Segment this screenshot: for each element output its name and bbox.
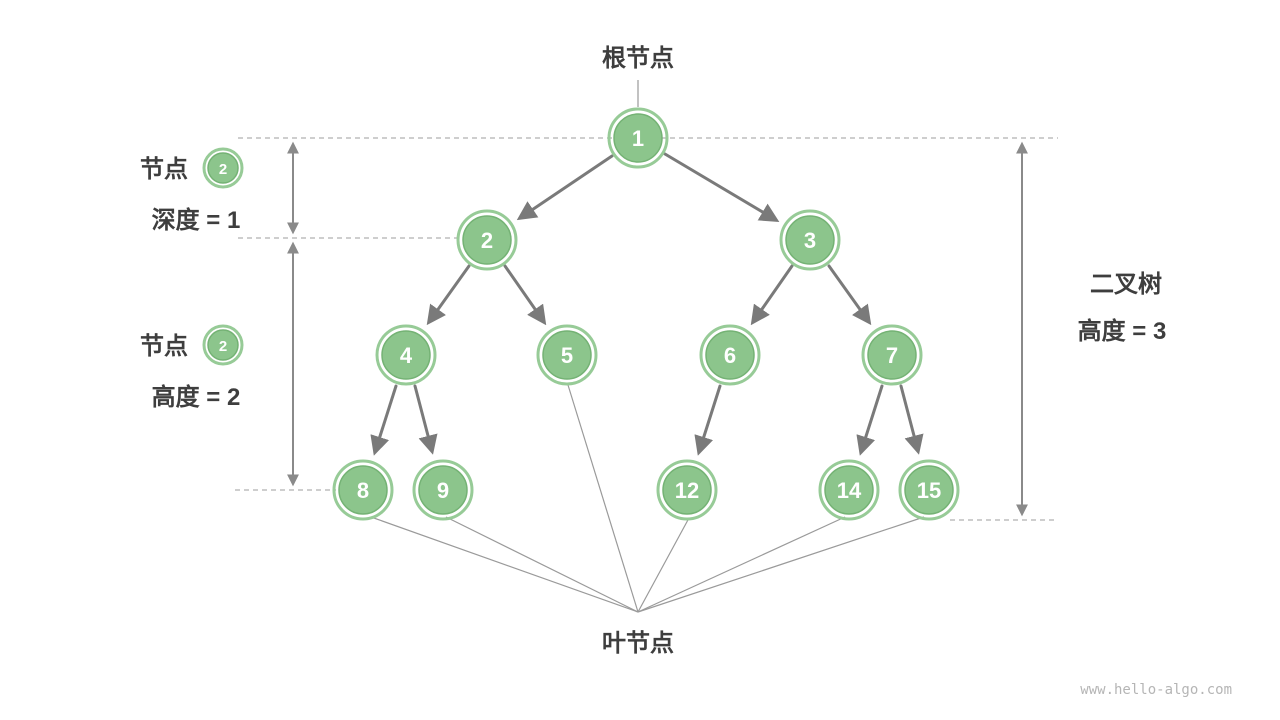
node-value: 15 [917, 478, 941, 503]
edge-1-2 [516, 154, 614, 221]
node-value: 9 [437, 478, 449, 503]
depth-badge-ring [202, 147, 244, 189]
tree-node-9: 9 [412, 459, 474, 521]
root-label: 根节点 [602, 44, 674, 72]
leaf-label: 叶节点 [602, 630, 674, 657]
edge-4-8 [370, 384, 398, 456]
watermark: www.hello-algo.com [1080, 682, 1232, 698]
node-height-annotation-label: 节点 [140, 333, 188, 360]
edge-3-7 [827, 264, 872, 326]
node-value: 5 [561, 343, 573, 368]
edge-3-6 [750, 264, 794, 326]
tree-node-7: 7 [861, 324, 923, 386]
depth-annotation: 节点 2 深度 = 1 [140, 147, 244, 234]
tree-edges [370, 152, 924, 456]
tree-height-annotation-line2: 高度 = 3 [1078, 317, 1167, 345]
node-value: 1 [632, 126, 644, 151]
node-value: 8 [357, 478, 369, 503]
node-height-badge-circle [207, 329, 239, 361]
node-height-annotation-value: 高度 = 2 [152, 383, 241, 411]
node-value: 14 [837, 478, 862, 503]
tree-nodes: 1 2 3 4 5 6 7 [332, 107, 960, 521]
depth-badge-value: 2 [219, 161, 227, 178]
depth-annotation-label: 节点 [140, 156, 188, 183]
depth-annotation-value: 深度 = 1 [152, 206, 241, 234]
node-height-badge-ring [202, 324, 244, 366]
leaf-pointer-lines [370, 384, 925, 613]
node-value: 7 [886, 343, 898, 368]
edge-7-15 [899, 384, 924, 455]
edge-2-5 [503, 264, 547, 326]
depth-badge-circle [207, 152, 239, 184]
tree-height-annotation: 二叉树 高度 = 3 [1078, 271, 1167, 345]
node-height-annotation: 节点 2 高度 = 2 [140, 324, 244, 411]
node-value: 2 [481, 228, 493, 253]
tree-node-2: 2 [456, 209, 518, 271]
tree-node-15: 15 [898, 459, 960, 521]
node-value: 4 [400, 343, 413, 368]
tree-node-8: 8 [332, 459, 394, 521]
tree-node-3: 3 [779, 209, 841, 271]
tree-node-4: 4 [375, 324, 437, 386]
node-height-badge-value: 2 [219, 338, 227, 355]
tree-node-14: 14 [818, 459, 880, 521]
node-value: 3 [804, 228, 816, 253]
edge-2-4 [426, 264, 471, 326]
tree-node-12: 12 [656, 459, 718, 521]
edge-1-3 [663, 152, 780, 222]
tree-node-1: 1 [607, 107, 669, 169]
tree-node-5: 5 [536, 324, 598, 386]
tree-node-6: 6 [699, 324, 761, 386]
node-value: 12 [675, 478, 699, 503]
node-value: 6 [724, 343, 736, 368]
edge-7-14 [856, 384, 884, 456]
tree-height-annotation-line1: 二叉树 [1090, 271, 1162, 298]
edge-6-12 [694, 384, 722, 456]
edge-4-9 [413, 384, 438, 455]
